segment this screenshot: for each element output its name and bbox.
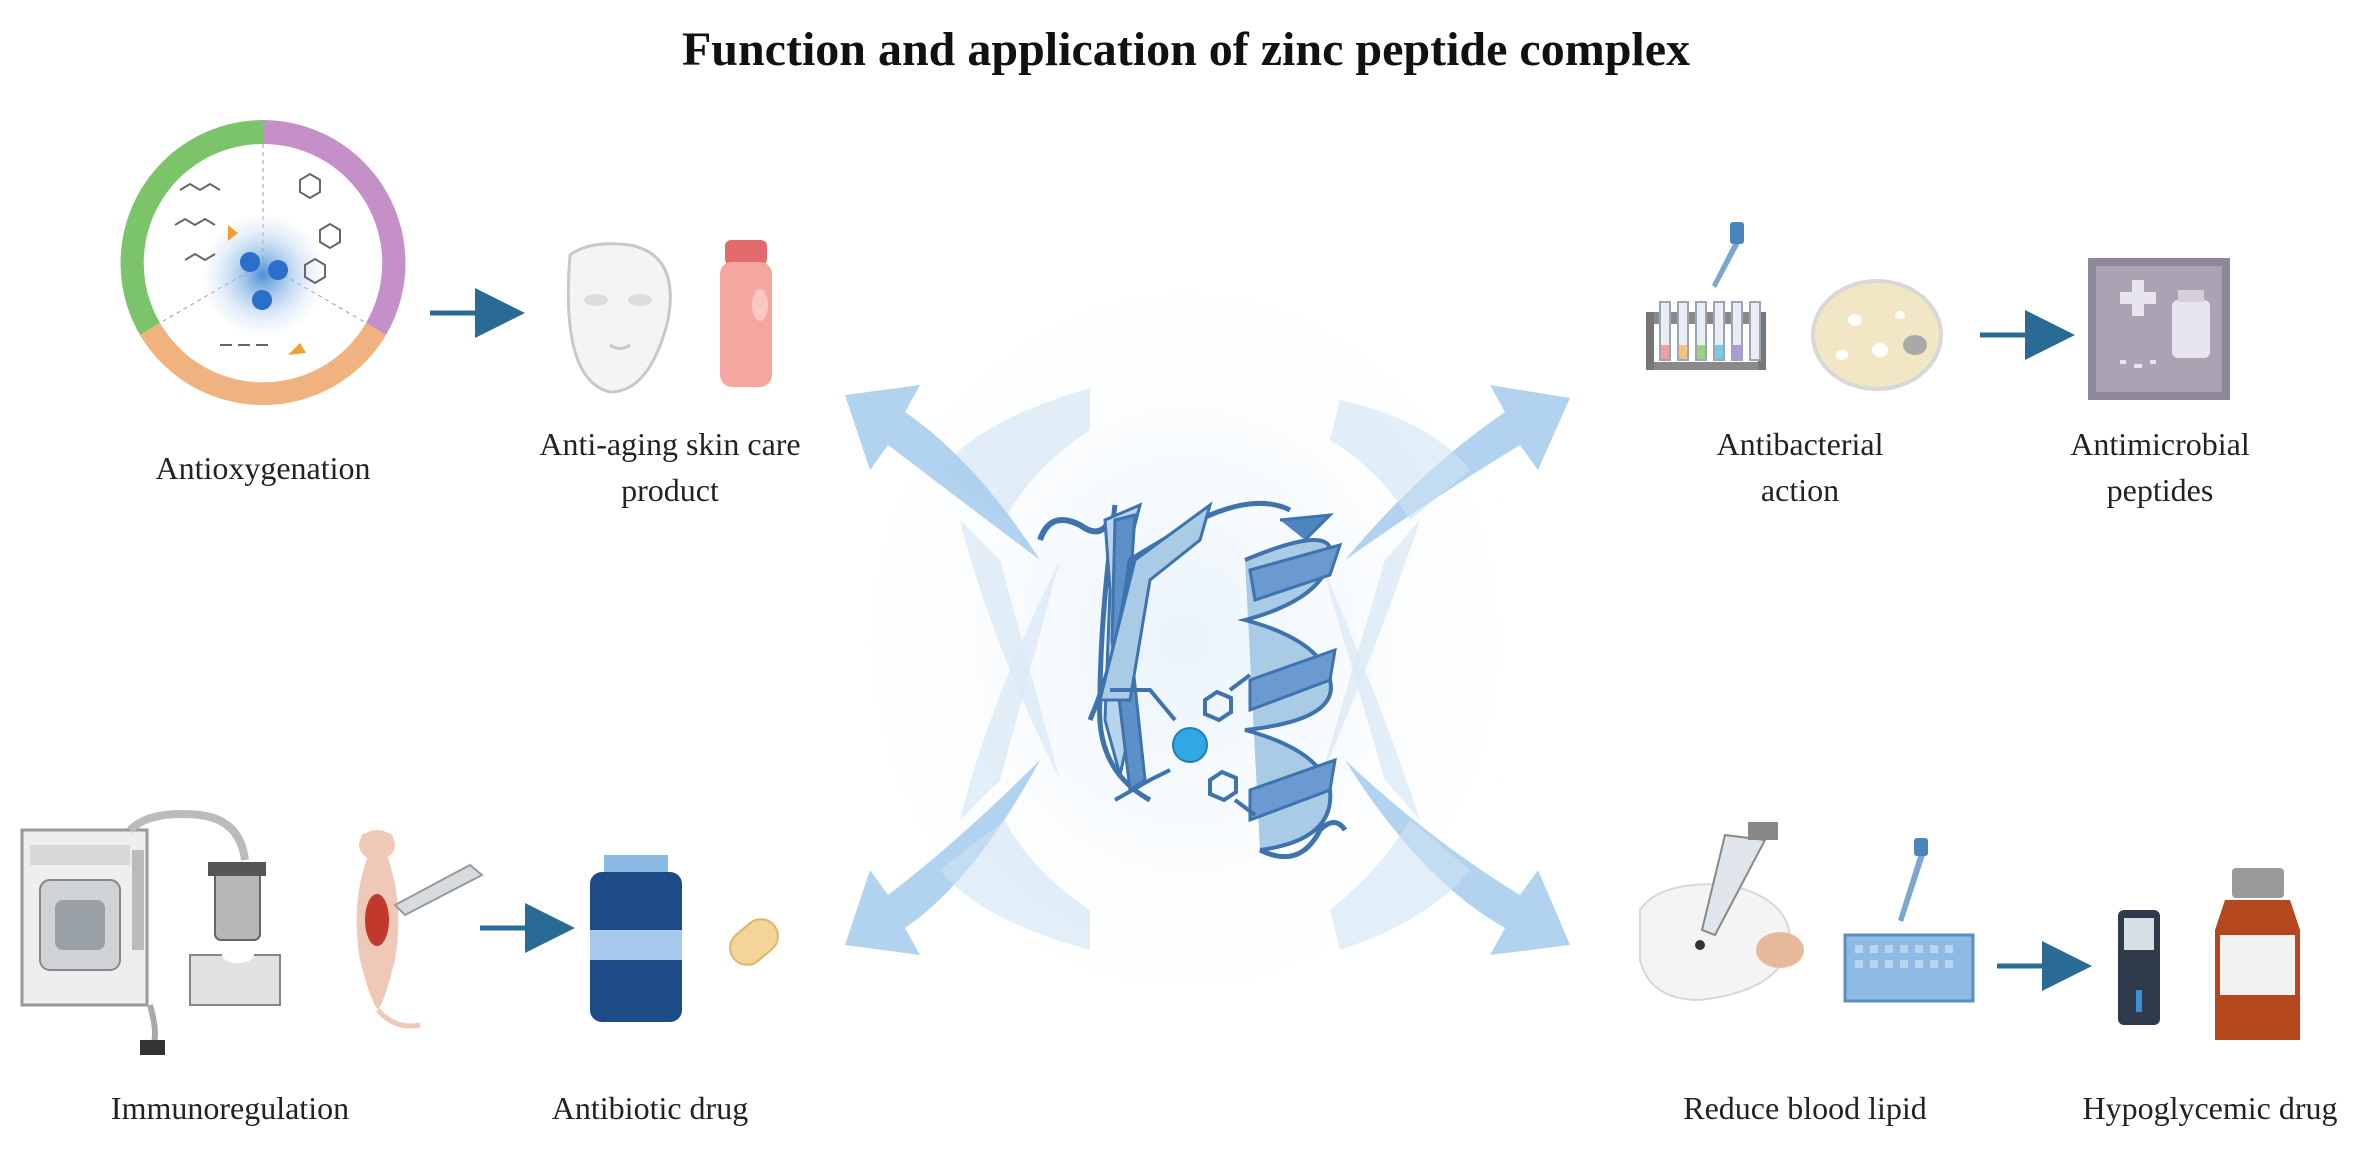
zinc-ion: [1172, 727, 1208, 763]
label-reduce-lipid: Reduce blood lipid: [1683, 1090, 1927, 1126]
figure-title: Function and application of zinc peptide…: [681, 23, 1691, 76]
fan-arrow-top-right: [1320, 385, 1570, 780]
label-antioxygenation: Antioxygenation: [155, 450, 371, 486]
antioxygenation-wheel: [120, 120, 406, 406]
lotion-bottle-icon: [720, 240, 772, 387]
fan-arrow-bottom-left: [845, 560, 1090, 955]
fan-arrow-top-left: [845, 385, 1090, 780]
label-anti-aging: Anti-aging skin care product: [539, 426, 801, 508]
label-hypoglycemic: Hypoglycemic drug: [2082, 1090, 2338, 1126]
mouse-injection-icon: [1639, 822, 1804, 1002]
label-antimicrobial: Antimicrobial peptides: [2070, 426, 2250, 508]
label-immunoregulation: Immunoregulation: [110, 1090, 350, 1126]
zinc-peptide-structure: [1037, 500, 1348, 860]
rat-dissection-icon: [356, 830, 484, 1029]
antibiotic-bottle-icon: [590, 855, 682, 1022]
fan-arrow-bottom-right: [1320, 560, 1570, 955]
petri-dish-icon: [1811, 279, 1943, 391]
syrup-bottle-icon: [2215, 868, 2300, 1040]
pill-icon: [729, 918, 779, 966]
label-antibiotic: Antibiotic drug: [551, 1090, 749, 1126]
test-tube-rack-icon: [1646, 222, 1766, 370]
anesthesia-machine-icon: [20, 810, 281, 1055]
glucose-meter-icon: [2118, 910, 2160, 1025]
label-antibacterial: Antibacterial action: [1716, 426, 1884, 508]
face-mask-icon: [566, 242, 672, 394]
well-plate-icon: [1843, 838, 1975, 1003]
medicine-box-icon: [2088, 258, 2230, 400]
